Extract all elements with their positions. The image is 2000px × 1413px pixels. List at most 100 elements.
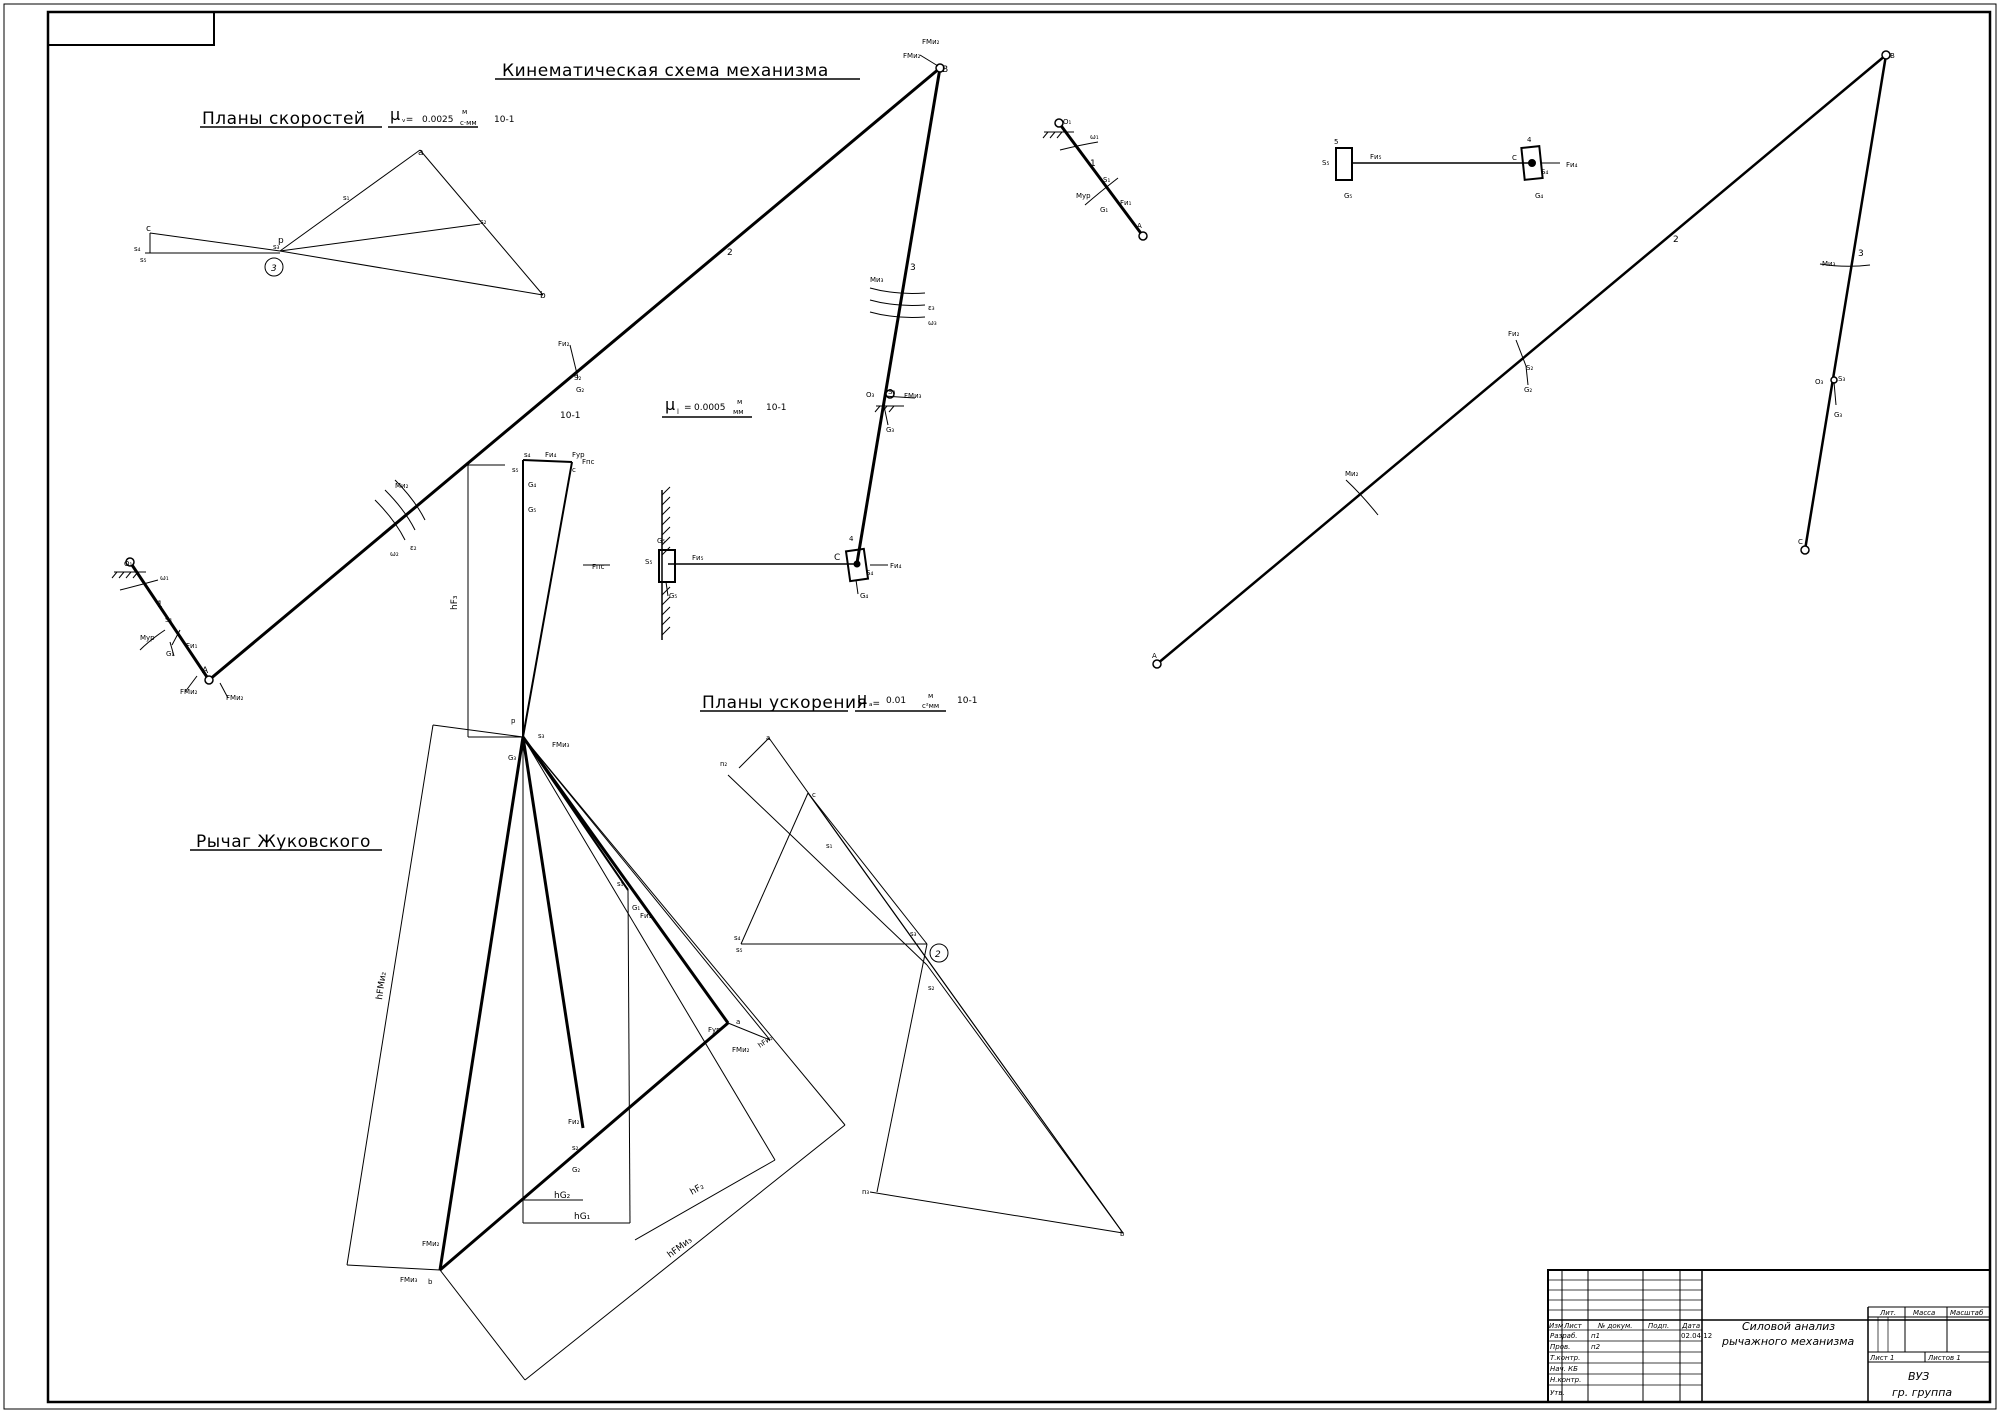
stamp-col-izm: Изм	[1549, 1322, 1564, 1330]
fbd1-A: A	[1137, 222, 1142, 230]
stamp-list: Лист 1	[1869, 1354, 1894, 1362]
outer-frame	[3, 3, 1997, 1410]
mu-l-unit-top: м	[737, 398, 742, 406]
kin-G4: G₄	[860, 592, 868, 600]
kin-FMu2-top2: FMи₂	[922, 38, 940, 46]
mu-v-symbol: μ	[390, 105, 400, 124]
acc-s4: s₄	[734, 934, 741, 942]
kin-S5: S₅	[645, 558, 652, 566]
lev-Fu4: Fи₄	[545, 451, 557, 459]
fbd2-B: B	[1890, 52, 1895, 60]
lev-G3: G₃	[508, 754, 516, 762]
sl-G5: G₅	[1344, 192, 1352, 200]
lev-b: b	[428, 1278, 433, 1286]
acc-c: c	[812, 791, 816, 799]
lev-s4: s₄	[524, 451, 531, 459]
lev-Fpc: Fпс	[592, 563, 605, 571]
lev-p: p	[511, 717, 516, 725]
mu-a-unit-bottom: с²мм	[922, 702, 939, 710]
kin-4: 4	[849, 535, 854, 543]
fbd1-omega1: ω₁	[1090, 133, 1099, 141]
kin-B: B	[942, 65, 948, 75]
stamp-col-list: Лист	[1563, 1322, 1583, 1330]
sl-G4: G₄	[1535, 192, 1543, 200]
sl-S4: S₄	[1541, 168, 1548, 176]
fbd2-G3: G₃	[1834, 411, 1842, 419]
vel-s5: s₅	[140, 256, 147, 264]
kin-Fu2: Fи₂	[558, 340, 570, 348]
mu-a-unit-top: м	[928, 692, 933, 700]
mu-v-number: 0.0025	[422, 115, 454, 125]
mu-a-sub: ₐ=	[869, 699, 880, 709]
kin-link2: 2	[727, 248, 733, 258]
stamp-org: ВУЗ	[1908, 1370, 1929, 1383]
mu-v-unit-top: м	[462, 108, 467, 116]
title-kinematic: Кинематическая схема механизма	[502, 61, 829, 81]
fbd1-Fu1: Fи₁	[1120, 199, 1132, 207]
fbd2-link2: 2	[1673, 235, 1679, 245]
vel-b: b	[540, 291, 546, 301]
acc-num: 2	[935, 950, 941, 960]
fbd2-Fu2: Fи₂	[1508, 330, 1520, 338]
stamp-title-2: рычажного механизма	[1721, 1335, 1855, 1348]
fbd1-Myp: Mур	[1076, 192, 1091, 200]
kin-omega2: ω₂	[390, 550, 399, 558]
kin-Fu4: Fи₄	[890, 562, 902, 570]
kin-A: A	[202, 666, 209, 676]
fbd2-S3: S₃	[1838, 375, 1845, 383]
kin-G5: G₅	[669, 592, 677, 600]
kin-FMu3: FMи₃	[904, 392, 922, 400]
fbd2-Mu2: Mи₂	[1345, 470, 1359, 478]
stamp-col-doc: № докум.	[1597, 1322, 1633, 1330]
kin-link3: 3	[910, 263, 916, 273]
lev-c: c	[572, 466, 576, 474]
kin-O3: O₃	[866, 391, 875, 399]
acc-s1: s₁	[826, 842, 833, 850]
acc-n2: n₂	[720, 760, 727, 768]
stamp-massa: Масса	[1913, 1309, 1935, 1317]
kin-S3: S₃	[888, 388, 895, 396]
lev-G2: G₂	[572, 1166, 580, 1174]
fbd1-S1: S₁	[1103, 176, 1110, 184]
fbd2-O3: O₃	[1815, 378, 1824, 386]
acc-s2: s₂	[928, 984, 935, 992]
kin-eps2: ε₂	[410, 544, 417, 552]
vel-s4: s₄	[134, 245, 141, 253]
kin-G5-top: G₅	[657, 537, 665, 545]
velocity-plan	[145, 149, 544, 296]
sl-4: 4	[1527, 136, 1532, 144]
kin-Mu2: Mи₂	[395, 482, 409, 490]
kinematic-scheme	[111, 54, 945, 699]
sl-C: C	[1512, 154, 1517, 162]
fbd2-link3: 3	[1858, 249, 1864, 259]
lev-FMu2-b: FMи₂	[422, 1240, 440, 1248]
kin-FMu2-left: FMи₂	[180, 688, 198, 696]
stamp-row-nachkb: Нач. КБ	[1550, 1365, 1578, 1373]
lev-FMu3-b: FMи₃	[400, 1276, 418, 1284]
lev-FMu3: FMи₃	[552, 741, 570, 749]
fbd2-Mu3: Mи₃	[1822, 260, 1836, 268]
mu-a-number: 0.01	[886, 696, 906, 706]
fbd2-C: C	[1798, 538, 1803, 546]
lev-G4: G₄	[528, 481, 536, 489]
kin-link2-exp: 10-1	[560, 411, 580, 421]
stamp-row-tkontr: Т.контр.	[1550, 1354, 1580, 1362]
acc-a: a	[766, 734, 770, 742]
sl-Fu4: Fи₄	[1566, 161, 1578, 169]
fbd1-O1: O₁	[1063, 118, 1072, 126]
lev-Fpc-top: Fпс	[582, 458, 595, 466]
fbd-links23	[1152, 50, 1891, 669]
kin-S2: S₂	[574, 374, 581, 382]
vel-a: a	[418, 148, 424, 158]
lev-Fyp: Fур	[572, 451, 585, 459]
mu-v-unit-bottom: с·мм	[460, 119, 477, 127]
mu-v-value: ᵥ=	[402, 115, 413, 125]
sl-S5: S₅	[1322, 159, 1329, 167]
mu-l-symbol: μ	[665, 395, 675, 414]
fbd1-link1: 1	[1090, 159, 1096, 169]
fbd2-A: A	[1152, 652, 1157, 660]
vel-s1: s₁	[343, 194, 350, 202]
kin-link1: 1	[157, 600, 163, 610]
stamp-row-nkontr: Н.контр.	[1550, 1376, 1581, 1384]
lev-a: a	[736, 1018, 740, 1026]
